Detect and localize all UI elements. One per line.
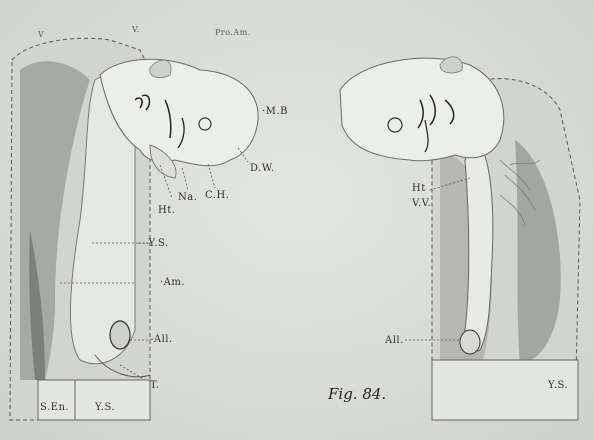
label-mb: ·M.B [262, 106, 288, 117]
label-pro-am: Pro.Am. [215, 28, 251, 37]
right-body-column [464, 140, 492, 351]
right-head [340, 58, 504, 161]
label-sen: S.En. [40, 402, 69, 413]
figure-caption: Fig. 84. [328, 385, 386, 403]
label-v-top-mid: V. [132, 25, 140, 34]
label-t: T. [150, 380, 159, 391]
label-ys-left: ---Y.S. [138, 238, 169, 249]
label-all-left: -All. [150, 334, 173, 345]
label-v-top-left: V [38, 30, 44, 39]
label-ys-bottom-left: Y.S. [95, 402, 115, 413]
label-ys-right: Y.S. [548, 380, 568, 391]
label-vv: V.V. [412, 198, 431, 209]
label-dw: D.W. [250, 163, 275, 174]
label-na: Na. [178, 192, 197, 203]
label-ht-left: Ht. [158, 205, 175, 216]
label-am: ·Am. [160, 277, 185, 288]
label-ht-right: Ht [412, 183, 426, 194]
label-ch: C.H. [205, 190, 229, 201]
label-all-right: All. [385, 335, 404, 346]
